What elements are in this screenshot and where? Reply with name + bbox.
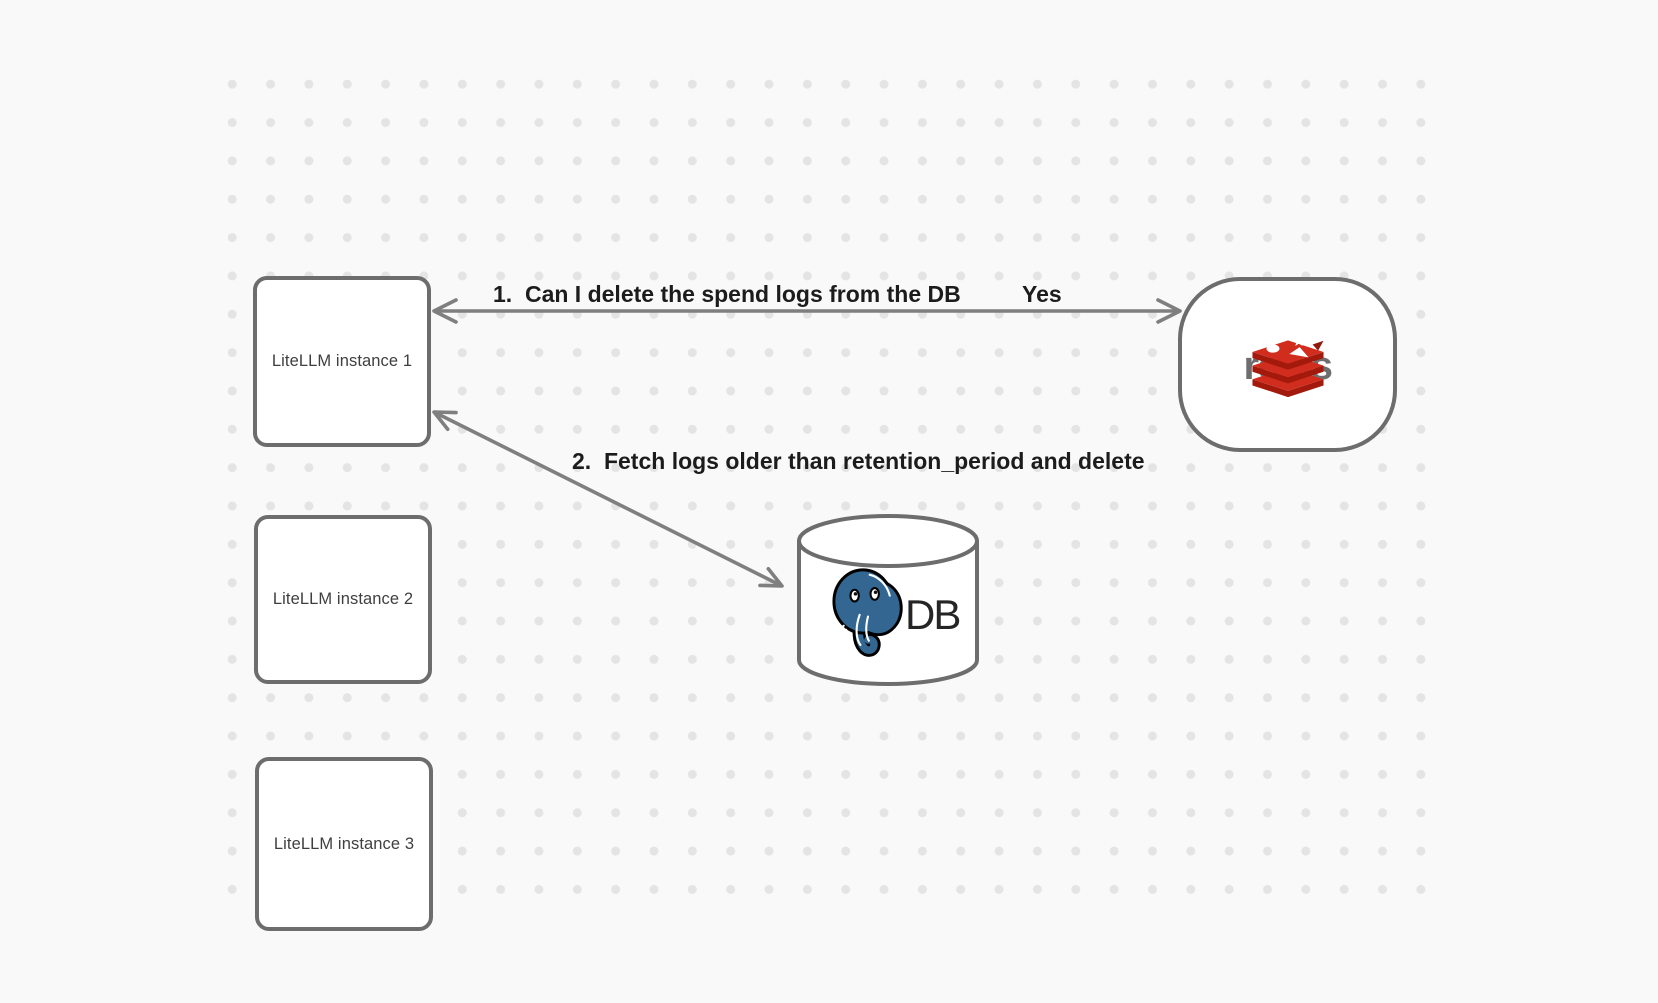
redis-node[interactable]: redis	[1178, 277, 1397, 452]
arrow-1-response-label: Yes	[1022, 281, 1062, 307]
postgresql-icon	[832, 568, 903, 657]
arrow-1-label: 1. Can I delete the spend logs from the …	[493, 281, 961, 307]
litellm-instance-1-label: LiteLLM instance 1	[271, 352, 413, 370]
redis-icon	[1251, 334, 1324, 397]
db-label: DB	[905, 591, 961, 638]
litellm-instance-3-node[interactable]: LiteLLM instance 3	[255, 757, 433, 931]
litellm-instance-1-node[interactable]: LiteLLM instance 1	[253, 276, 431, 447]
litellm-instance-2-label: LiteLLM instance 2	[272, 590, 414, 608]
litellm-instance-2-node[interactable]: LiteLLM instance 2	[254, 515, 432, 684]
litellm-instance-3-label: LiteLLM instance 3	[273, 834, 415, 853]
arrow-2-label: 2. Fetch logs older than retention_perio…	[572, 448, 1145, 474]
